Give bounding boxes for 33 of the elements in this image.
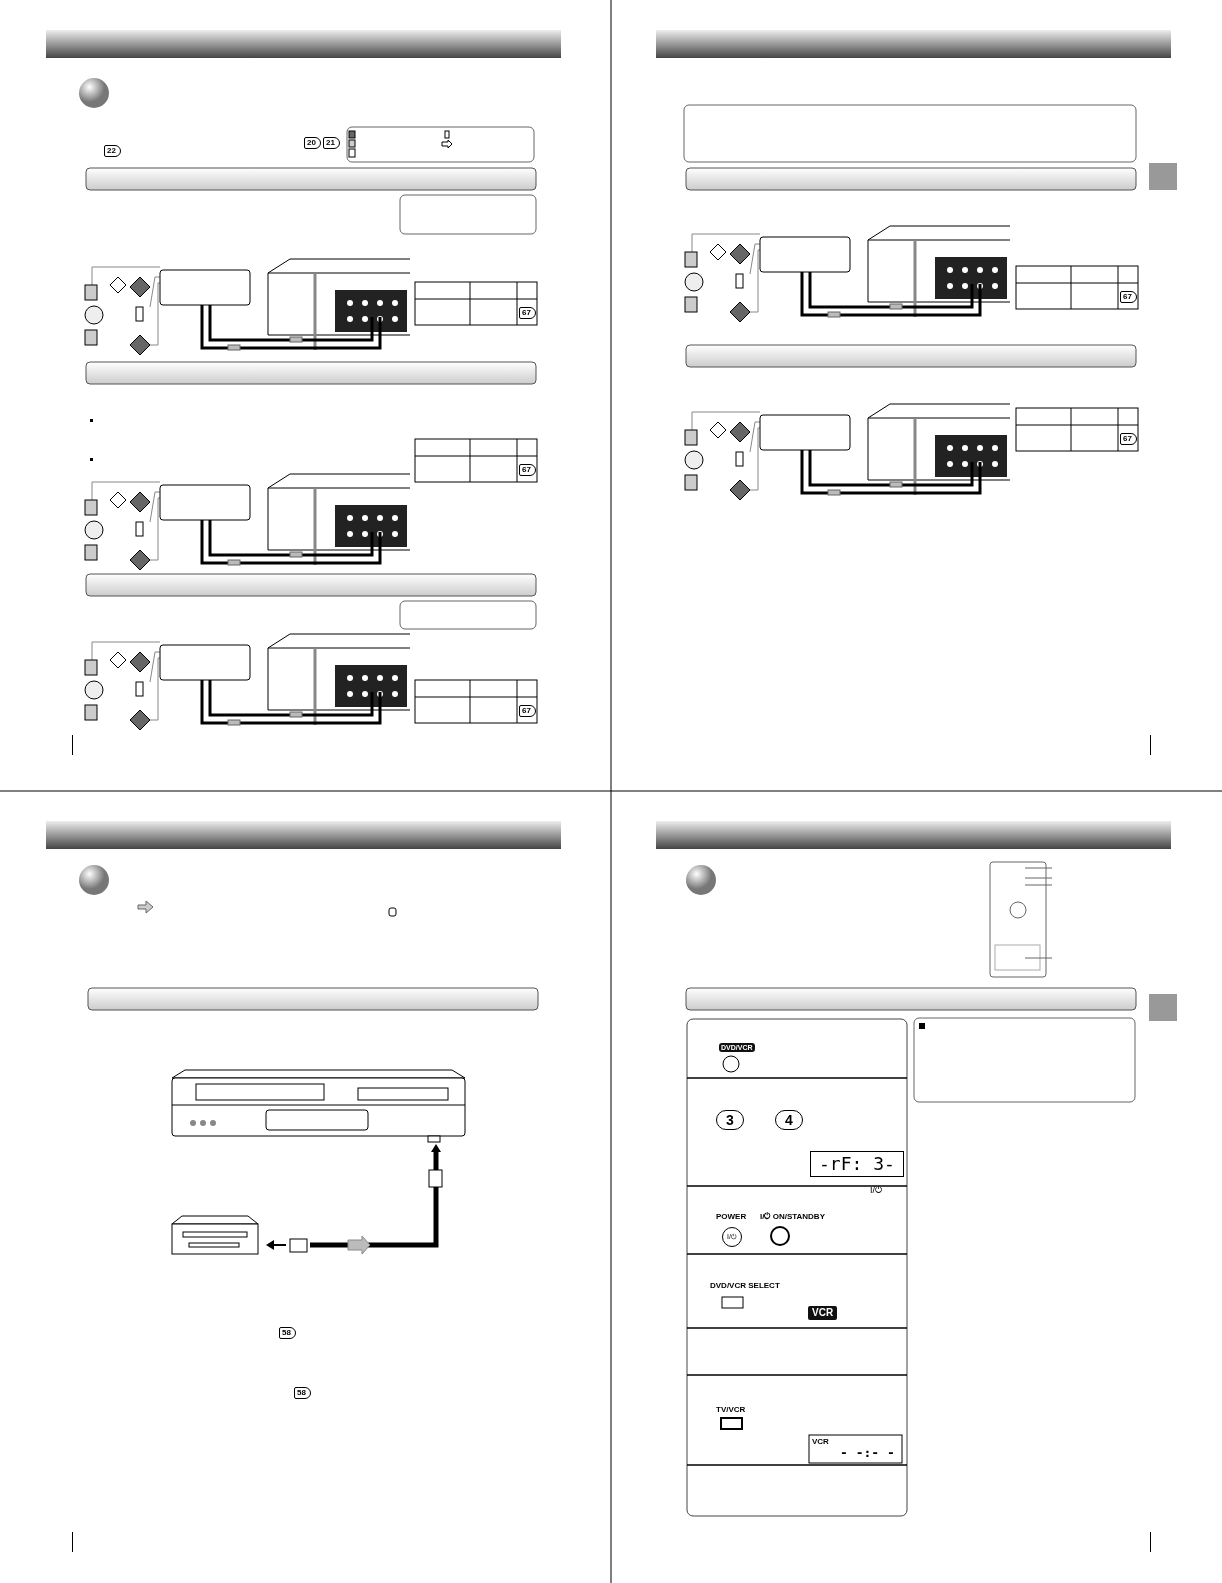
button-label: DVD/VCR SELECT	[710, 1282, 780, 1290]
legend-box	[346, 126, 535, 163]
section-bar	[685, 344, 1137, 368]
page-reference: 67	[1120, 433, 1137, 445]
page-reference: 67	[519, 705, 536, 717]
number-button: 4	[775, 1110, 803, 1130]
note-box	[399, 600, 537, 630]
power-symbol: I/⏻	[870, 1186, 882, 1195]
page-reference: 58	[294, 1387, 311, 1399]
section-bar	[685, 167, 1137, 191]
button-label: I/⏻ ON/STANDBY	[760, 1213, 825, 1221]
page-reference: 22	[104, 145, 121, 157]
note-box	[683, 104, 1137, 163]
note-box	[913, 1017, 1136, 1103]
section-bar	[85, 361, 537, 385]
page-reference: 67	[519, 307, 536, 319]
page-reference: 58	[279, 1327, 296, 1339]
button-label: POWER	[716, 1213, 747, 1221]
page-reference: 20	[304, 137, 321, 149]
page-reference: 21	[323, 137, 340, 149]
display-readout: -rF: 3-	[810, 1151, 904, 1177]
section-bar	[87, 987, 539, 1011]
display-readout: - -:- -	[840, 1446, 895, 1459]
display-text: VCR	[812, 1438, 829, 1446]
page-reference: 67	[519, 464, 536, 476]
note-box	[399, 194, 537, 235]
section-bar	[85, 573, 537, 597]
number-button: 3	[716, 1110, 744, 1130]
section-bar	[85, 167, 537, 191]
mode-indicator: VCR	[808, 1306, 838, 1320]
button-label: TV/VCR	[716, 1406, 746, 1414]
page-reference: 67	[1120, 291, 1137, 303]
section-bar	[685, 987, 1137, 1011]
